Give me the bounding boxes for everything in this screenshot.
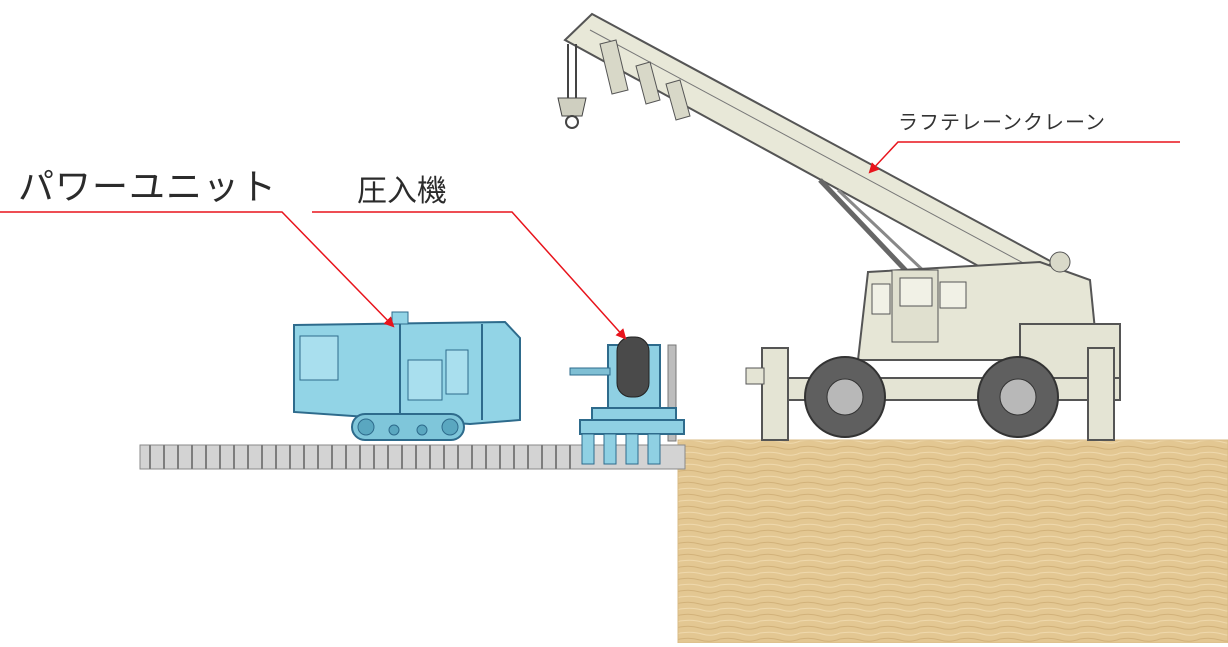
rail-platform — [139, 444, 686, 470]
crane-leader — [868, 141, 1180, 174]
leader-lines — [0, 141, 1180, 340]
power-unit-label: パワーユニット — [18, 167, 278, 208]
press-in-machine — [569, 336, 685, 465]
crane-label: ラフテレーンクレーン — [898, 110, 1106, 134]
power-unit-leader — [0, 211, 395, 328]
press-machine-leader — [312, 211, 627, 340]
power-unit-machine — [293, 311, 521, 441]
press-machine-label: 圧入機 — [357, 174, 447, 209]
ground-block — [677, 439, 1228, 644]
rough-terrain-crane — [557, 12, 1121, 441]
